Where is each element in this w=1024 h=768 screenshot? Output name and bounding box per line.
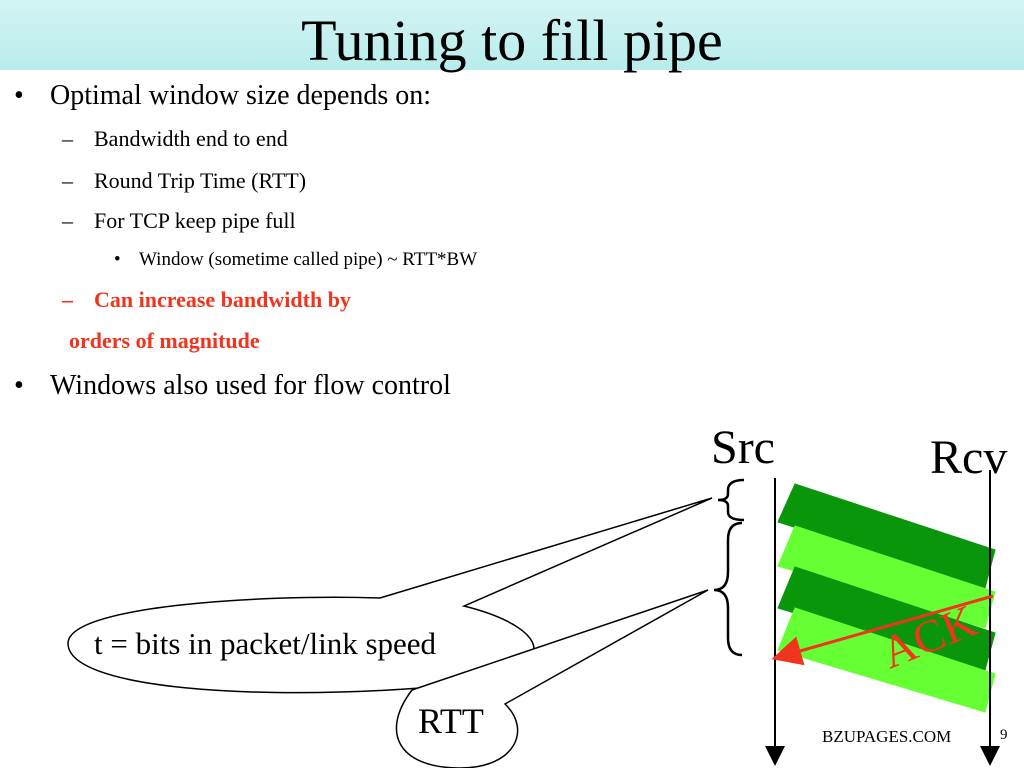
bullet-marker: •: [14, 370, 24, 401]
rtt-callout-text: RTT: [418, 701, 484, 741]
subbullet-tcp: For TCP keep pipe full: [94, 208, 296, 233]
rcv-label: Rcv: [930, 431, 1008, 484]
dash-marker: –: [62, 287, 73, 312]
subbullet-rtt: Round Trip Time (RTT): [94, 168, 307, 193]
dash-marker: –: [62, 168, 73, 193]
bullet-flow-control: Windows also used for flow control: [50, 370, 451, 401]
subbullet-increase-bandwidth: Can increase bandwidth by: [94, 287, 351, 312]
bullet-marker: •: [114, 249, 121, 270]
packet-light: [777, 607, 996, 713]
packet-light: [777, 525, 996, 629]
slide-title: Tuning to fill pipe: [301, 8, 723, 73]
src-label: Src: [711, 421, 775, 474]
packet-callout-text: t = bits in packet/link speed: [94, 626, 437, 661]
packet-dark: [777, 566, 996, 671]
rtt-brace: [713, 521, 743, 657]
packet-brace: [717, 478, 745, 522]
page-number: 9: [1000, 727, 1008, 743]
subbullet-bandwidth: Bandwidth end to end: [94, 126, 288, 151]
subbullet-orders-of-magnitude: orders of magnitude: [69, 328, 260, 353]
ack-arrow: [771, 594, 994, 666]
dash-marker: –: [62, 208, 73, 233]
title-bar: [0, 0, 1024, 70]
dash-marker: –: [62, 126, 73, 151]
bullet-marker: •: [14, 80, 24, 111]
packet-callout-bubble: [67, 497, 713, 694]
subsubbullet-window-pipe: Window (sometime called pipe) ~ RTT*BW: [139, 249, 478, 270]
footer-source: BZUPAGES.COM: [822, 727, 952, 746]
packet-dark: [777, 483, 996, 589]
bullet-window-size: Optimal window size depends on:: [50, 80, 432, 111]
